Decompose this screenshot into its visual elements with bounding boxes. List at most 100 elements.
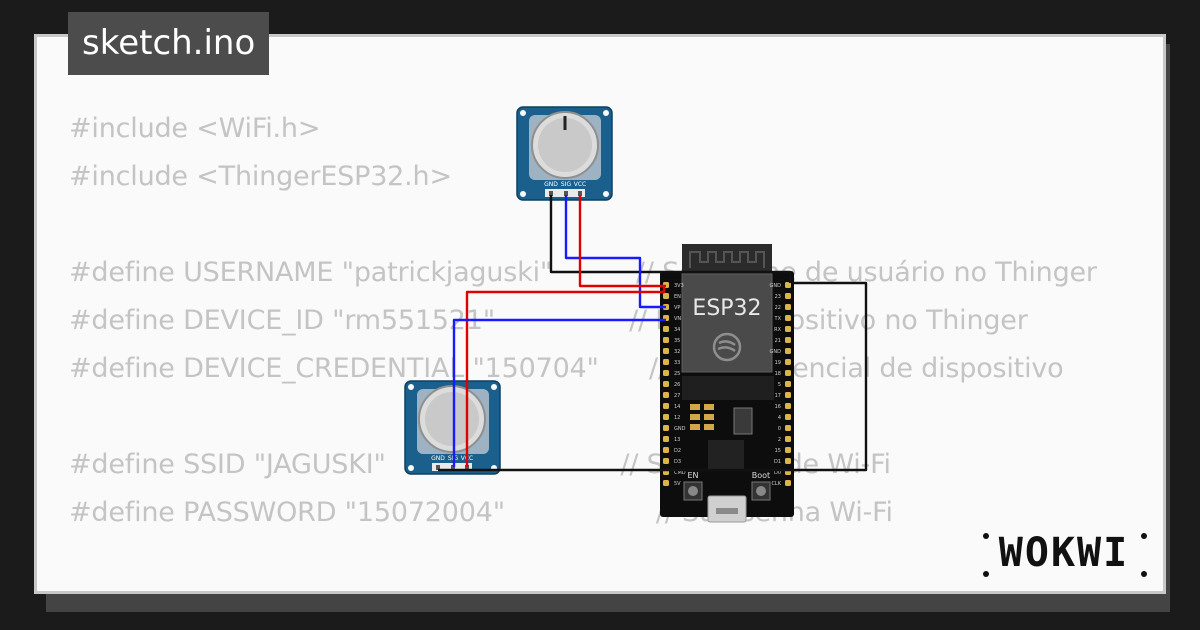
esp32-shield <box>681 273 773 373</box>
espressif-logo-icon <box>712 332 742 362</box>
esp32-left-pin[interactable] <box>663 480 669 486</box>
esp32-right-pin[interactable] <box>785 447 791 453</box>
pot-top-pin[interactable] <box>578 191 582 196</box>
esp32-right-pin[interactable] <box>785 326 791 332</box>
esp32-left-pin-label: 33 <box>674 360 680 366</box>
esp32-left-pin-label: VP <box>674 305 680 311</box>
esp32-right-pin-label: GND <box>770 283 782 289</box>
potentiometer-top[interactable]: GND SIG VCC <box>516 106 613 201</box>
antenna-trace <box>689 251 765 268</box>
esp32-smd-part <box>690 424 700 430</box>
wire-top-gnd[interactable] <box>549 195 792 283</box>
esp32-right-pin[interactable] <box>785 480 791 486</box>
pot-bottom-pin[interactable] <box>436 465 440 470</box>
esp32-right-pin[interactable] <box>785 370 791 376</box>
esp32-right-pin-label: 15 <box>775 448 781 454</box>
esp32-smd-part <box>704 424 714 430</box>
esp32-left-pin[interactable] <box>663 293 669 299</box>
wires <box>438 195 868 472</box>
code-background: #include <WiFi.h> #include <ThingerESP32.… <box>69 105 1097 591</box>
esp32-left-pin[interactable] <box>663 359 669 365</box>
esp32-right-pin[interactable] <box>785 414 791 420</box>
esp32-right-pin-label: CLK <box>771 481 781 487</box>
esp32-left-pin[interactable] <box>663 414 669 420</box>
esp32-antenna-area <box>682 244 772 274</box>
esp32-left-pin[interactable] <box>663 425 669 431</box>
esp32-left-pin-label: D2 <box>674 448 681 454</box>
wire-bottom-vcc[interactable] <box>465 286 666 467</box>
esp32-right-pin-label: 2 <box>778 437 781 443</box>
pot-bottom-pin[interactable] <box>451 465 455 470</box>
code-line: #include <ThingerESP32.h> <box>69 161 452 192</box>
esp32-left-pin-label: 35 <box>674 338 680 344</box>
esp32-left-pin[interactable] <box>663 458 669 464</box>
esp32-left-pin-header: 3V3ENVPVN343532332526271412GND13D2D3CMD5… <box>663 282 686 487</box>
esp32-left-pin[interactable] <box>663 337 669 343</box>
esp32-smd-part <box>690 404 700 410</box>
esp32-label: ESP32 <box>692 296 761 321</box>
pot-top-pin[interactable] <box>549 191 553 196</box>
esp32-right-pin-label: 18 <box>775 371 781 377</box>
esp32-right-pin[interactable] <box>785 282 791 288</box>
esp32-right-pin-label: 5 <box>778 382 781 388</box>
esp32-left-pin-label: GND <box>674 426 686 432</box>
esp32-right-pin[interactable] <box>785 458 791 464</box>
wire-bottom-gnd[interactable] <box>438 281 868 472</box>
esp32-right-pin[interactable] <box>785 359 791 365</box>
boot-button-cap[interactable] <box>756 486 766 496</box>
esp32-right-pin[interactable] <box>785 304 791 310</box>
wire-top-sig[interactable] <box>564 195 666 309</box>
esp32-right-pin-label: D1 <box>774 459 781 465</box>
esp32-right-pin-label: 23 <box>775 294 781 300</box>
esp32-right-pin[interactable] <box>785 392 791 398</box>
pot-bottom-hole <box>491 384 497 390</box>
esp32-left-pin-label: D3 <box>674 459 681 465</box>
esp32-right-pin[interactable] <box>785 403 791 409</box>
esp32-right-pin[interactable] <box>785 293 791 299</box>
esp32-right-pin-label: TX <box>774 316 782 322</box>
esp32-usb-chip <box>708 440 744 470</box>
esp32-left-pin[interactable] <box>663 381 669 387</box>
esp32-right-pin[interactable] <box>785 315 791 321</box>
pot-top-pin-label: VCC <box>574 181 586 188</box>
boot-label: Boot <box>752 471 770 480</box>
esp32-left-pin-label: 34 <box>674 327 680 333</box>
pot-top-knob-inner <box>538 118 592 172</box>
pot-top-hole <box>603 191 609 197</box>
esp32-right-pin-label: 16 <box>775 404 781 410</box>
esp32-smd-part <box>690 414 700 420</box>
en-button-cap[interactable] <box>688 486 698 496</box>
esp32-left-pin[interactable] <box>663 447 669 453</box>
pot-bottom-pin-label: GND <box>431 455 445 462</box>
esp32-left-pin[interactable] <box>663 392 669 398</box>
esp32-left-pin-label: 32 <box>674 349 680 355</box>
pot-bottom-pin[interactable] <box>465 465 469 470</box>
potentiometer-bottom[interactable]: GND SIG VCC <box>404 380 501 475</box>
esp32-left-pin[interactable] <box>663 436 669 442</box>
esp32-left-pin[interactable] <box>663 348 669 354</box>
esp32-right-pin-label: 0 <box>778 426 781 432</box>
esp32-board[interactable]: ESP32 EN Boot 3V3ENVPVN34353233252627141… <box>660 244 794 523</box>
esp32-right-pin[interactable] <box>785 381 791 387</box>
esp32-left-pin-label: CMD <box>674 470 686 476</box>
pot-top-pin[interactable] <box>564 191 568 196</box>
esp32-left-pin[interactable] <box>663 370 669 376</box>
esp32-right-pin[interactable] <box>785 337 791 343</box>
esp32-right-pin[interactable] <box>785 425 791 431</box>
esp32-left-pin[interactable] <box>663 403 669 409</box>
esp32-left-pin[interactable] <box>663 326 669 332</box>
esp32-regulator <box>733 407 753 435</box>
esp32-left-pin-label: 14 <box>674 404 680 410</box>
wire-top-vcc[interactable] <box>578 195 666 288</box>
pot-top-hole <box>520 110 526 116</box>
code-line: #include <WiFi.h> <box>69 113 321 144</box>
esp32-component-area <box>682 376 774 400</box>
esp32-right-pin-label: D0 <box>774 470 781 476</box>
esp32-right-pin[interactable] <box>785 436 791 442</box>
esp32-left-pin-label: 5V <box>674 481 681 487</box>
pot-bottom-hole <box>408 465 414 471</box>
wire-bottom-sig[interactable] <box>452 318 666 467</box>
esp32-right-pin[interactable] <box>785 348 791 354</box>
